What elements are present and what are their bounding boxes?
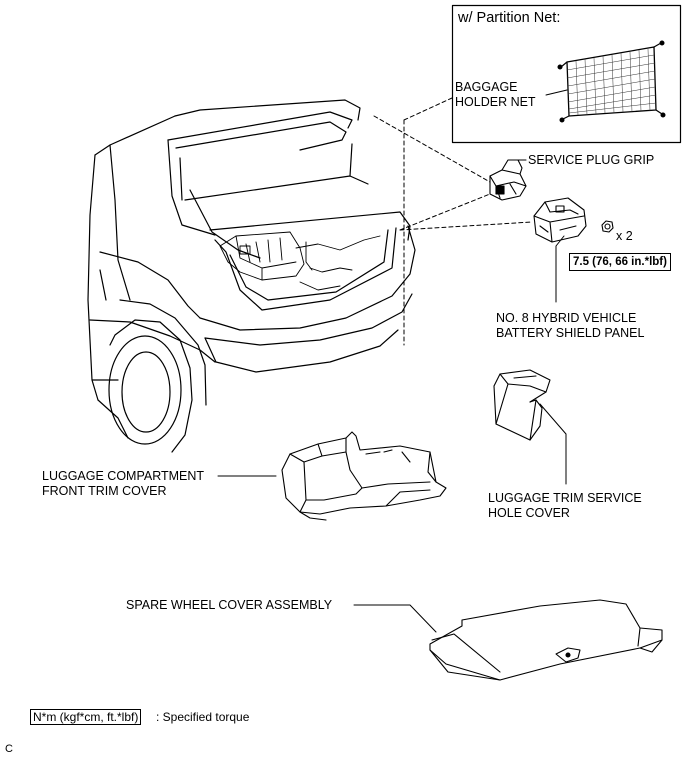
service-hole-cover-label-line1: LUGGAGE TRIM SERVICE: [488, 491, 642, 505]
shield-panel-leader: [555, 235, 565, 303]
quantity-label: x 2: [616, 229, 633, 243]
spare-wheel-cover-assembly: [429, 599, 663, 681]
battery-shield-panel: [533, 197, 587, 243]
baggage-holder-net-label-line2: HOLDER NET: [455, 95, 536, 109]
luggage-compartment-front-trim-cover: [281, 431, 447, 521]
vehicle-rear-body: [87, 99, 416, 453]
nut: [601, 220, 614, 233]
figure-code: C: [5, 743, 13, 755]
legend-torque-unit: N*m (kgf*cm, ft.*lbf): [30, 709, 142, 725]
shield-panel-label-line2: BATTERY SHIELD PANEL: [496, 326, 645, 340]
front-trim-cover-label-line1: LUGGAGE COMPARTMENT: [42, 469, 205, 483]
spare-wheel-cover-leader: [353, 604, 437, 633]
inset-frame: [451, 4, 682, 144]
front-trim-cover-label-line2: FRONT TRIM COVER: [42, 484, 167, 498]
vehicle-trunk-interior: [219, 231, 381, 291]
luggage-trim-service-hole-cover: [493, 369, 551, 441]
service-hole-cover-label-line2: HOLE COVER: [488, 506, 570, 520]
baggage-holder-net-label-line1: BAGGAGE: [455, 80, 518, 94]
service-plug-grip: [489, 159, 527, 201]
inset-projection-lines: [403, 97, 453, 346]
legend-description: : Specified torque: [156, 710, 250, 724]
inset-title: w/ Partition Net:: [458, 10, 561, 26]
service-plug-grip-label: SERVICE PLUG GRIP: [528, 153, 655, 167]
spare-wheel-cover-label: SPARE WHEEL COVER ASSEMBLY: [126, 598, 333, 612]
service-hole-cover-leader: [539, 403, 567, 485]
baggage-holder-net: [557, 40, 666, 123]
torque-spec-box: 7.5 (76, 66 in.*lbf): [569, 253, 671, 271]
net-leader-line: [545, 89, 568, 96]
shield-panel-label-line1: NO. 8 HYBRID VEHICLE: [496, 311, 637, 325]
part-projection-lines: [373, 115, 533, 231]
